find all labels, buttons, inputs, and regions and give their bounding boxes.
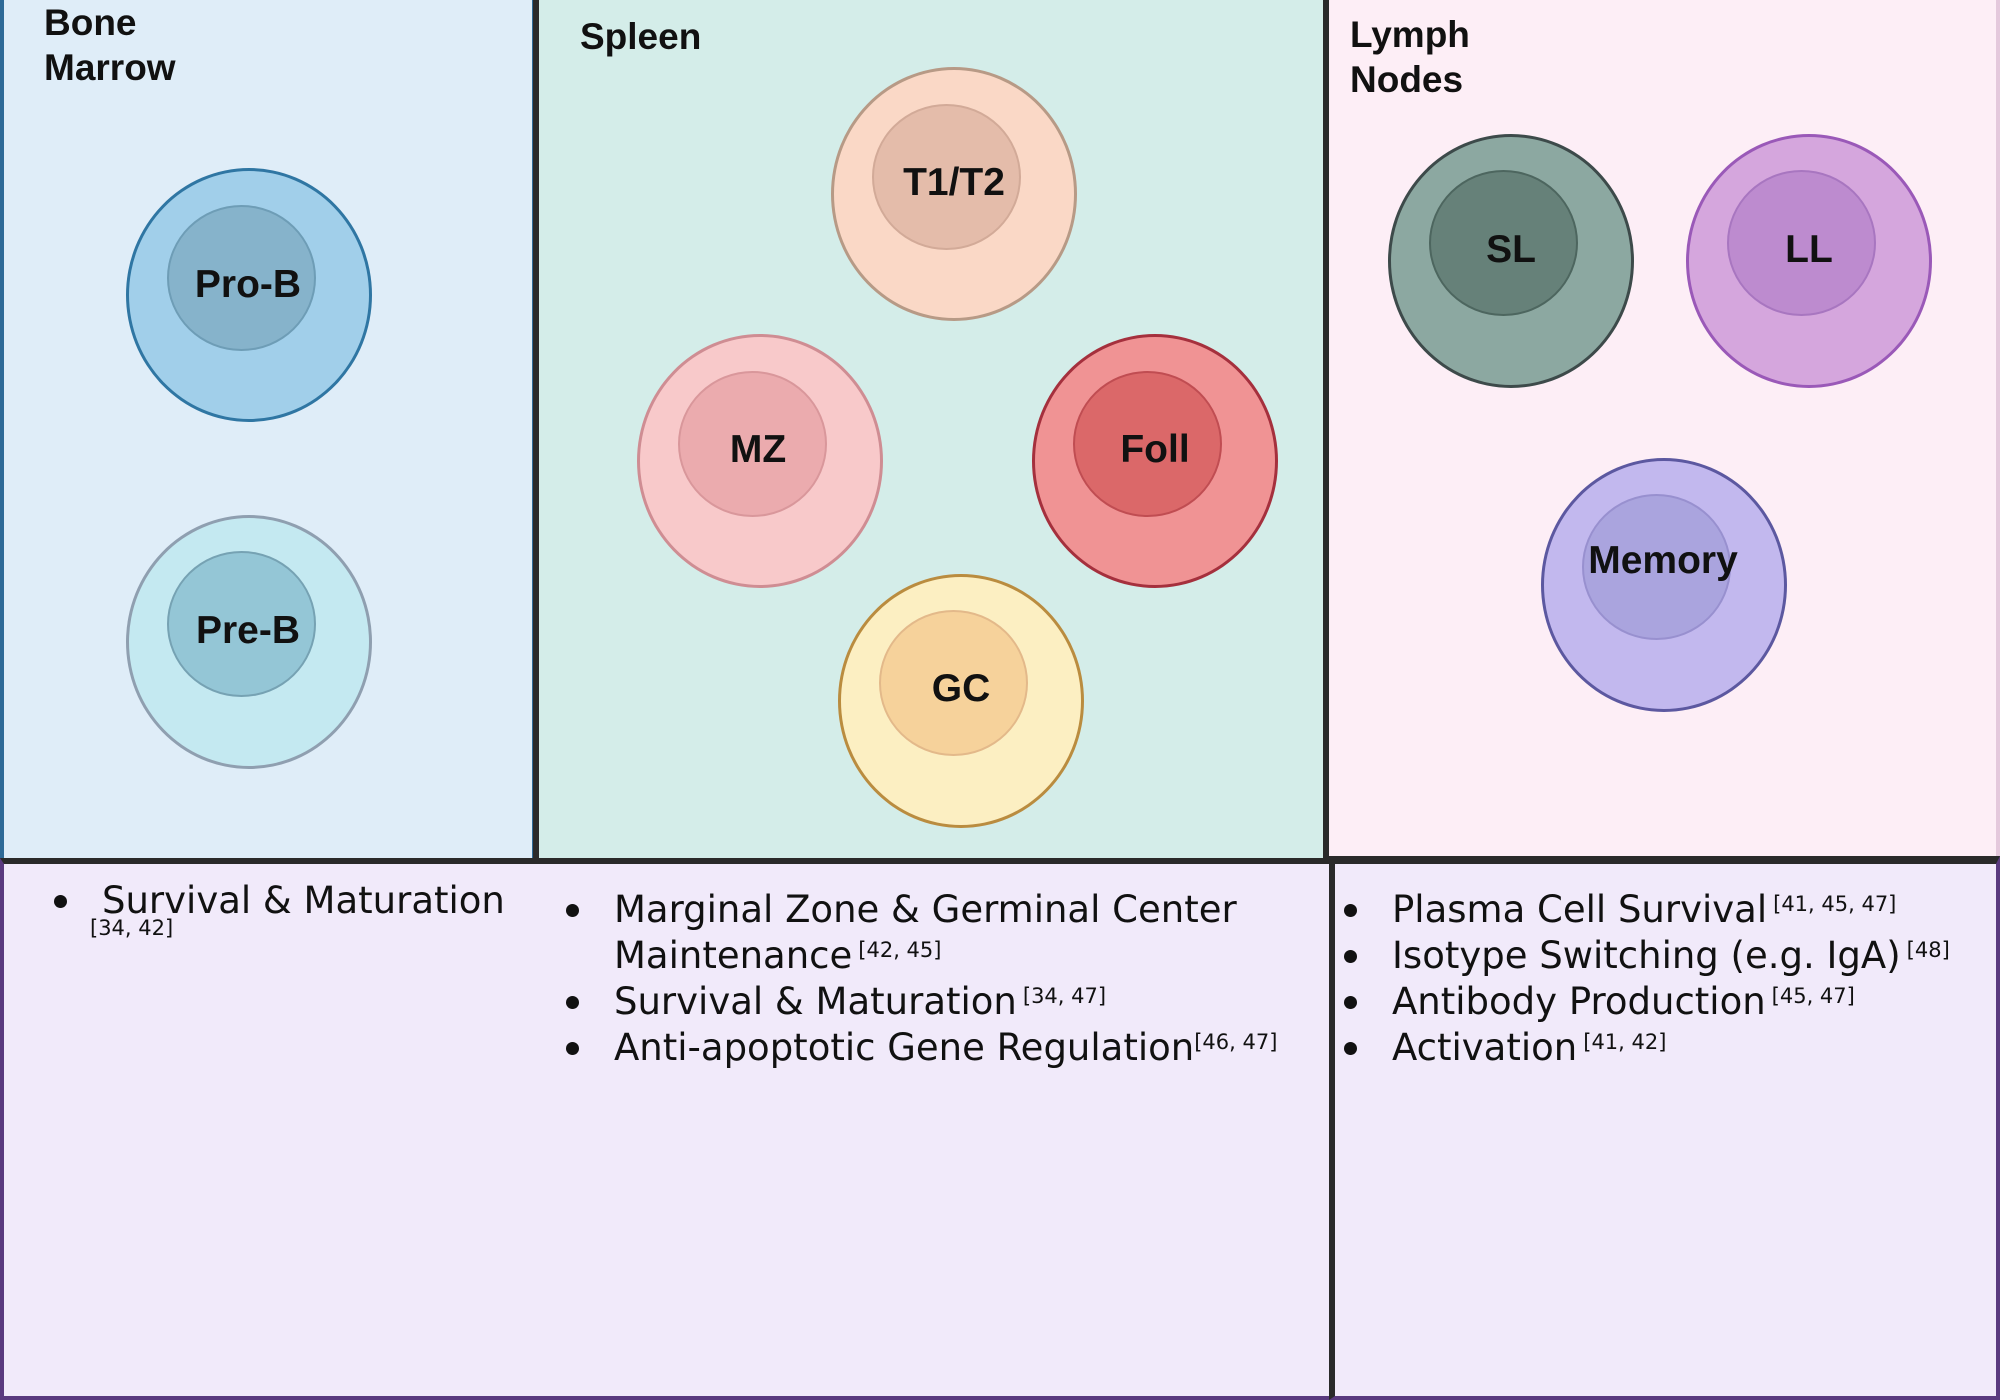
list-item: Marginal Zone & Germinal Center Maintena…: [566, 887, 1326, 979]
function-refs: [42, 45]: [858, 938, 942, 962]
list-item: Plasma Cell Survival[41, 45, 47]: [1344, 887, 1994, 933]
t1-t2-label: T1/T2: [903, 161, 1005, 204]
function-panel-bone-marrow: [0, 858, 544, 1400]
pro-b-label: Pro-B: [194, 263, 302, 306]
bullet-dot: [566, 904, 579, 917]
function-refs: [41, 45, 47]: [1773, 892, 1897, 916]
lymph-nodes-title: Lymph Nodes: [1350, 14, 1470, 100]
spleen-title: Spleen: [580, 16, 702, 57]
sl-nucleus: [1429, 170, 1578, 316]
bullet-dot: [1344, 904, 1357, 917]
function-panel-lymph-nodes: [1329, 856, 2000, 1400]
function-refs: [41, 42]: [1583, 1030, 1667, 1054]
function-text: Marginal Zone & Germinal Center: [614, 888, 1237, 931]
function-refs: [45, 47]: [1771, 984, 1855, 1008]
bullet-dot: [566, 996, 579, 1009]
function-text: Anti-apoptotic Gene Regulation: [614, 1026, 1195, 1069]
bullet-dot: [1344, 996, 1357, 1009]
list-item: Activation[41, 42]: [1344, 1025, 1994, 1071]
function-text: Survival & Maturation: [102, 879, 505, 922]
foll-nucleus: [1073, 371, 1222, 517]
ll-label: LL: [1785, 228, 1833, 271]
function-refs: [48]: [1906, 938, 1950, 962]
list-item: Antibody Production[45, 47]: [1344, 979, 1994, 1025]
list-item: Survival & Maturation [34, 42]: [54, 878, 524, 940]
list-item: Anti-apoptotic Gene Regulation[46, 47]: [566, 1025, 1326, 1071]
gc-label: GC: [931, 667, 991, 710]
mz-label: MZ: [729, 428, 787, 471]
function-refs: [34, 47]: [1022, 984, 1107, 1008]
bone-marrow-title: Bone Marrow: [44, 2, 176, 88]
memory-nucleus: [1582, 494, 1731, 640]
sl-label: SL: [1486, 228, 1536, 271]
bullet-dot: [1344, 1042, 1357, 1055]
gc-nucleus: [879, 610, 1028, 756]
function-refs: [46, 47]: [1194, 1030, 1278, 1054]
t1-t2-nucleus: [872, 104, 1021, 250]
spleen-function-list: Marginal Zone & Germinal Center Maintena…: [566, 887, 1326, 1071]
lymph-nodes-function-list: Plasma Cell Survival[41, 45, 47] Isotype…: [1344, 887, 1994, 1071]
foll-label: Foll: [1120, 428, 1190, 471]
bullet-dot: [54, 895, 67, 908]
function-text: Antibody Production: [1392, 980, 1766, 1023]
function-text: Survival & Maturation: [614, 980, 1017, 1023]
lymph-nodes-panel: [1329, 0, 2000, 862]
function-text: Plasma Cell Survival: [1392, 888, 1768, 931]
ll-nucleus: [1727, 170, 1876, 316]
bullet-dot: [1344, 950, 1357, 963]
function-text: Isotype Switching (e.g. IgA): [1392, 934, 1901, 977]
bullet-dot: [566, 1042, 579, 1055]
pre-b-nucleus: [167, 551, 316, 697]
function-text: Activation: [1392, 1026, 1578, 1069]
pre-b-label: Pre-B: [195, 609, 301, 652]
pro-b-nucleus: [167, 205, 316, 351]
memory-label: Memory: [1588, 539, 1738, 582]
list-item: Survival & Maturation[34, 47]: [566, 979, 1326, 1025]
function-text-continued: Maintenance: [614, 934, 853, 977]
bone-marrow-function-list: Survival & Maturation [34, 42]: [54, 878, 524, 940]
list-item: Isotype Switching (e.g. IgA)[48]: [1344, 933, 1994, 979]
function-refs: [34, 42]: [90, 916, 174, 940]
mz-nucleus: [678, 371, 827, 517]
